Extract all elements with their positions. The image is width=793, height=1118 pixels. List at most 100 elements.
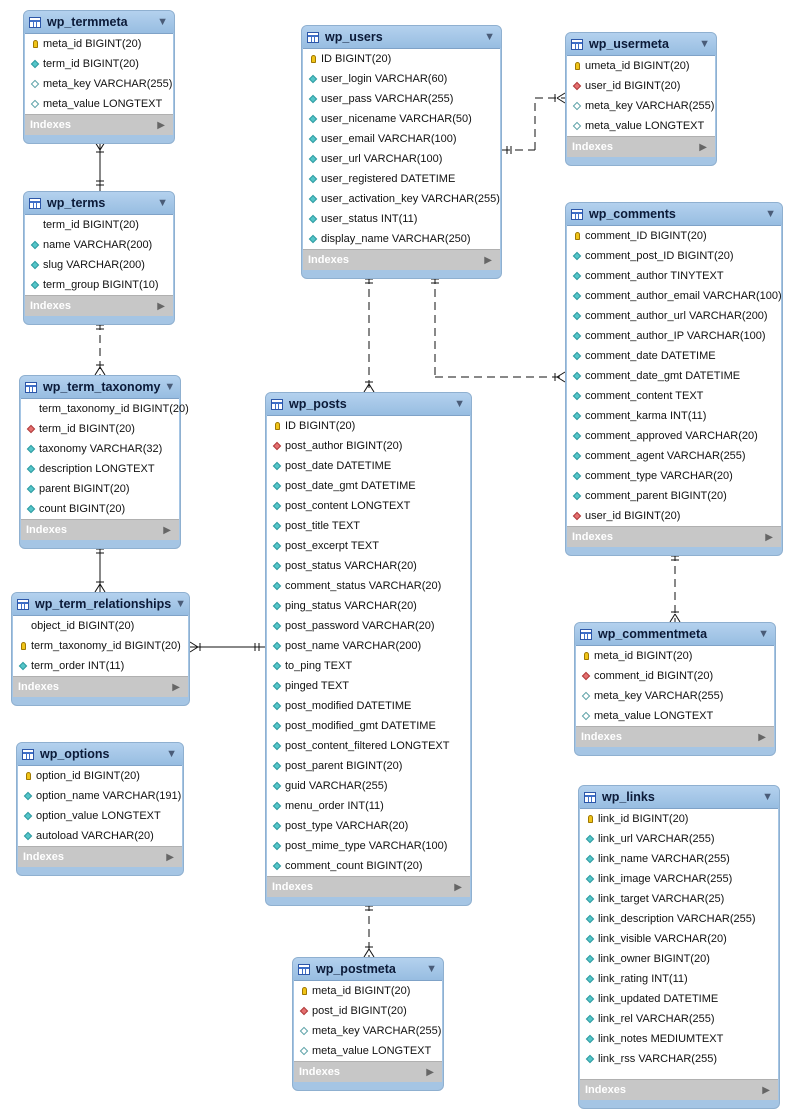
table-wp-terms[interactable]: wp_terms▼term_id BIGINT(20)name VARCHAR(… — [23, 191, 175, 325]
indexes-section[interactable]: Indexes▶ — [567, 526, 781, 547]
column-row[interactable]: comment_karma INT(11) — [567, 406, 781, 426]
column-row[interactable]: post_status VARCHAR(20) — [267, 556, 470, 576]
column-row[interactable]: comment_post_ID BIGINT(20) — [567, 246, 781, 266]
column-row[interactable]: comment_author_email VARCHAR(100) — [567, 286, 782, 306]
column-row[interactable]: parent BIGINT(20) — [21, 479, 179, 499]
column-row[interactable]: to_ping TEXT — [267, 656, 470, 676]
table-wp-options[interactable]: wp_options▼option_id BIGINT(20)option_na… — [16, 742, 184, 876]
column-row[interactable]: comment_agent VARCHAR(255) — [567, 446, 781, 466]
collapse-arrow-icon[interactable]: ▼ — [175, 598, 187, 610]
table-header[interactable]: wp_term_relationships▼ — [12, 593, 189, 615]
column-row[interactable]: term_id BIGINT(20) — [25, 215, 173, 235]
column-row[interactable]: user_url VARCHAR(100) — [303, 149, 500, 169]
table-header[interactable]: wp_options▼ — [17, 743, 183, 765]
column-row[interactable]: meta_value LONGTEXT — [567, 116, 715, 136]
column-row[interactable]: umeta_id BIGINT(20) — [567, 56, 715, 76]
column-row[interactable]: autoload VARCHAR(20) — [18, 826, 182, 846]
indexes-section[interactable]: Indexes▶ — [567, 136, 715, 157]
expand-arrow-icon[interactable]: ▶ — [762, 1084, 770, 1096]
column-row[interactable]: pinged TEXT — [267, 676, 470, 696]
column-row[interactable]: user_activation_key VARCHAR(255) — [303, 189, 500, 209]
expand-arrow-icon[interactable]: ▶ — [172, 681, 180, 693]
column-row[interactable]: taxonomy VARCHAR(32) — [21, 439, 179, 459]
column-row[interactable]: comment_parent BIGINT(20) — [567, 486, 781, 506]
column-row[interactable]: term_taxonomy_id BIGINT(20) — [21, 399, 189, 419]
column-row[interactable]: post_parent BIGINT(20) — [267, 756, 470, 776]
collapse-arrow-icon[interactable]: ▼ — [166, 748, 177, 760]
expand-arrow-icon[interactable]: ▶ — [454, 881, 462, 893]
indexes-section[interactable]: Indexes▶ — [21, 519, 179, 540]
column-row[interactable]: term_taxonomy_id BIGINT(20) — [13, 636, 188, 656]
table-header[interactable]: wp_commentmeta▼ — [575, 623, 775, 645]
table-header[interactable]: wp_comments▼ — [566, 203, 782, 225]
column-row[interactable]: link_owner BIGINT(20) — [580, 949, 778, 969]
column-row[interactable]: meta_value LONGTEXT — [576, 706, 774, 726]
expand-arrow-icon[interactable]: ▶ — [765, 531, 773, 543]
column-row[interactable]: meta_key VARCHAR(255) — [576, 686, 774, 706]
expand-arrow-icon[interactable]: ▶ — [166, 851, 174, 863]
column-row[interactable]: user_login VARCHAR(60) — [303, 69, 500, 89]
column-row[interactable]: term_id BIGINT(20) — [21, 419, 179, 439]
column-row[interactable]: meta_id BIGINT(20) — [25, 34, 173, 54]
column-row[interactable]: slug VARCHAR(200) — [25, 255, 173, 275]
table-header[interactable]: wp_termmeta▼ — [24, 11, 174, 33]
column-row[interactable]: description LONGTEXT — [21, 459, 179, 479]
table-wp-postmeta[interactable]: wp_postmeta▼meta_id BIGINT(20)post_id BI… — [292, 957, 444, 1091]
column-row[interactable]: comment_id BIGINT(20) — [576, 666, 774, 686]
column-row[interactable]: comment_date_gmt DATETIME — [567, 366, 781, 386]
column-row[interactable]: menu_order INT(11) — [267, 796, 470, 816]
table-wp-users[interactable]: wp_users▼ID BIGINT(20)user_login VARCHAR… — [301, 25, 502, 279]
column-row[interactable]: link_notes MEDIUMTEXT — [580, 1029, 778, 1049]
column-row[interactable]: option_id BIGINT(20) — [18, 766, 182, 786]
column-row[interactable]: link_visible VARCHAR(20) — [580, 929, 778, 949]
column-row[interactable]: post_password VARCHAR(20) — [267, 616, 470, 636]
column-row[interactable]: post_date DATETIME — [267, 456, 470, 476]
column-row[interactable]: link_description VARCHAR(255) — [580, 909, 778, 929]
collapse-arrow-icon[interactable]: ▼ — [699, 38, 710, 50]
expand-arrow-icon[interactable]: ▶ — [484, 254, 492, 266]
column-row[interactable]: user_nicename VARCHAR(50) — [303, 109, 500, 129]
column-row[interactable]: post_modified_gmt DATETIME — [267, 716, 470, 736]
indexes-section[interactable]: Indexes▶ — [18, 846, 182, 867]
collapse-arrow-icon[interactable]: ▼ — [765, 208, 776, 220]
column-row[interactable]: user_pass VARCHAR(255) — [303, 89, 500, 109]
column-row[interactable]: comment_author TINYTEXT — [567, 266, 781, 286]
table-header[interactable]: wp_users▼ — [302, 26, 501, 48]
collapse-arrow-icon[interactable]: ▼ — [762, 791, 773, 803]
table-wp-term-relationships[interactable]: wp_term_relationships▼object_id BIGINT(2… — [11, 592, 190, 706]
column-row[interactable]: comment_type VARCHAR(20) — [567, 466, 781, 486]
indexes-section[interactable]: Indexes▶ — [576, 726, 774, 747]
column-row[interactable]: post_name VARCHAR(200) — [267, 636, 470, 656]
expand-arrow-icon[interactable]: ▶ — [699, 141, 707, 153]
column-row[interactable]: comment_date DATETIME — [567, 346, 781, 366]
column-row[interactable]: meta_id BIGINT(20) — [576, 646, 774, 666]
collapse-arrow-icon[interactable]: ▼ — [164, 381, 176, 393]
table-header[interactable]: wp_links▼ — [579, 786, 779, 808]
column-row[interactable]: comment_status VARCHAR(20) — [267, 576, 470, 596]
collapse-arrow-icon[interactable]: ▼ — [157, 197, 168, 209]
table-wp-usermeta[interactable]: wp_usermeta▼umeta_id BIGINT(20)user_id B… — [565, 32, 717, 166]
table-header[interactable]: wp_posts▼ — [266, 393, 471, 415]
column-row[interactable]: post_type VARCHAR(20) — [267, 816, 470, 836]
column-row[interactable]: post_excerpt TEXT — [267, 536, 470, 556]
column-row[interactable]: comment_author_url VARCHAR(200) — [567, 306, 781, 326]
column-row[interactable]: link_rating INT(11) — [580, 969, 778, 989]
column-row[interactable]: link_rss VARCHAR(255) — [580, 1049, 778, 1069]
column-row[interactable]: meta_value LONGTEXT — [25, 94, 173, 114]
indexes-section[interactable]: Indexes▶ — [303, 249, 500, 270]
column-row[interactable]: meta_key VARCHAR(255) — [567, 96, 715, 116]
column-row[interactable]: term_id BIGINT(20) — [25, 54, 173, 74]
column-row[interactable]: meta_key VARCHAR(255) — [25, 74, 173, 94]
column-row[interactable]: user_registered DATETIME — [303, 169, 500, 189]
table-header[interactable]: wp_term_taxonomy▼ — [20, 376, 180, 398]
column-row[interactable]: ping_status VARCHAR(20) — [267, 596, 470, 616]
column-row[interactable]: post_id BIGINT(20) — [294, 1001, 442, 1021]
table-header[interactable]: wp_usermeta▼ — [566, 33, 716, 55]
indexes-section[interactable]: Indexes▶ — [13, 676, 188, 697]
expand-arrow-icon[interactable]: ▶ — [426, 1066, 434, 1078]
column-row[interactable]: comment_ID BIGINT(20) — [567, 226, 781, 246]
column-row[interactable]: term_order INT(11) — [13, 656, 188, 676]
column-row[interactable]: user_id BIGINT(20) — [567, 76, 715, 96]
column-row[interactable]: comment_author_IP VARCHAR(100) — [567, 326, 781, 346]
table-wp-posts[interactable]: wp_posts▼ID BIGINT(20)post_author BIGINT… — [265, 392, 472, 906]
